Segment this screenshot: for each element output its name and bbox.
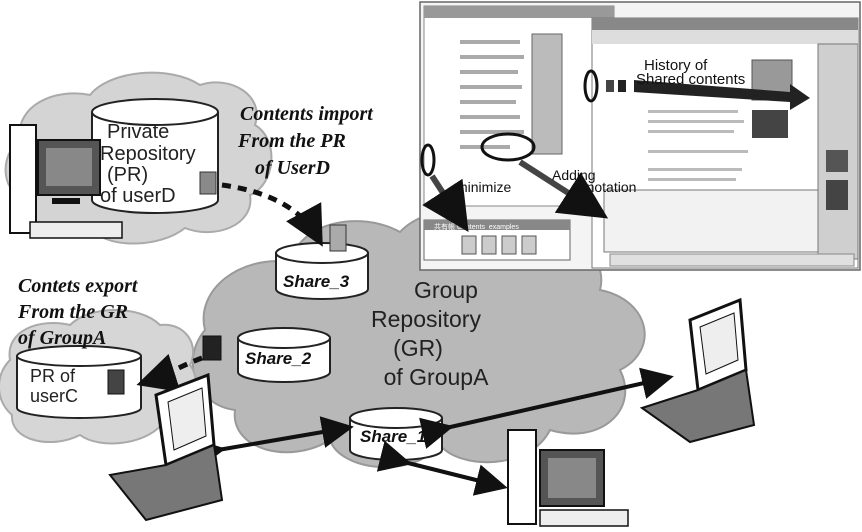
import-dashed-arrow xyxy=(221,182,323,247)
pr-userd-line-2: Repository xyxy=(100,143,196,165)
adding-annotation-line-2: annotation xyxy=(571,179,636,195)
gr-line-4: of GroupA xyxy=(384,364,489,390)
history-arrow xyxy=(634,80,810,110)
share-3-label: Share_3 xyxy=(283,272,350,291)
gr-line-3: (GR) xyxy=(393,335,443,361)
import-annotation: Contents import From the PR of UserD xyxy=(237,103,374,179)
export-line-3: of GroupA xyxy=(18,327,106,349)
pr-userd-line-1: Private xyxy=(107,121,169,143)
application-screenshot: 共有帳 Contents_examples History of Shared … xyxy=(419,1,861,271)
share-2-cylinder: Share_2 xyxy=(202,327,331,383)
share-1-label: Share_1 xyxy=(360,427,426,446)
pr-userc-line-2: userC xyxy=(30,386,78,406)
laptop-left-icon xyxy=(108,372,224,522)
content-item-icon xyxy=(329,224,347,252)
adding-annotation-line-1: Adding xyxy=(552,167,596,183)
desktop-computer-icon xyxy=(9,124,123,239)
export-annotation: Contets export From the GR of GroupA xyxy=(17,275,139,349)
minimize-arrow xyxy=(422,174,469,233)
small-window-title: 共有帳 Contents_examples xyxy=(434,222,519,231)
content-item-icon xyxy=(199,171,217,195)
export-line-2: From the GR xyxy=(17,301,128,323)
import-line-1: Contents import xyxy=(240,103,374,125)
share-3-cylinder: Share_3 xyxy=(275,224,369,300)
content-item-icon xyxy=(107,369,125,395)
minimize-label: minimize xyxy=(456,179,511,195)
gr-line-2: Repository xyxy=(371,306,481,332)
group-repository-title: Group Repository (GR) of GroupA xyxy=(371,277,489,390)
magnifier-loop-icon xyxy=(583,69,599,103)
gr-line-1: Group xyxy=(414,277,478,303)
import-line-3: of UserD xyxy=(255,157,330,179)
link-pc-left-share1 xyxy=(191,416,354,470)
pr-userd-line-4: of userD xyxy=(100,185,176,207)
desktop-computer-bottom-icon xyxy=(507,429,629,527)
laptop-right-icon xyxy=(639,297,756,444)
link-share1-bottom-pc xyxy=(376,440,508,496)
private-repository-userc: PR of userC xyxy=(16,345,142,419)
magnifier-loop-icon xyxy=(480,132,536,162)
link-share1-right-pc xyxy=(419,367,674,449)
history-label-line-1: History of xyxy=(644,57,708,74)
export-line-1: Contets export xyxy=(18,275,139,297)
import-line-2: From the PR xyxy=(237,130,346,152)
history-label-line-2: Shared contents xyxy=(636,71,745,88)
share-1-cylinder: Share_1 xyxy=(349,407,443,461)
content-item-icon xyxy=(202,335,222,361)
export-dashed-arrow xyxy=(136,353,203,393)
share-2-label: Share_2 xyxy=(245,349,312,368)
magnifier-loop-icon xyxy=(420,143,436,177)
pr-userc-line-1: PR of xyxy=(30,366,76,386)
private-repository-userd: Private Repository (PR) of userD xyxy=(91,98,219,214)
annotation-arrow xyxy=(518,159,609,219)
pr-userd-line-3: (PR) xyxy=(107,164,148,186)
